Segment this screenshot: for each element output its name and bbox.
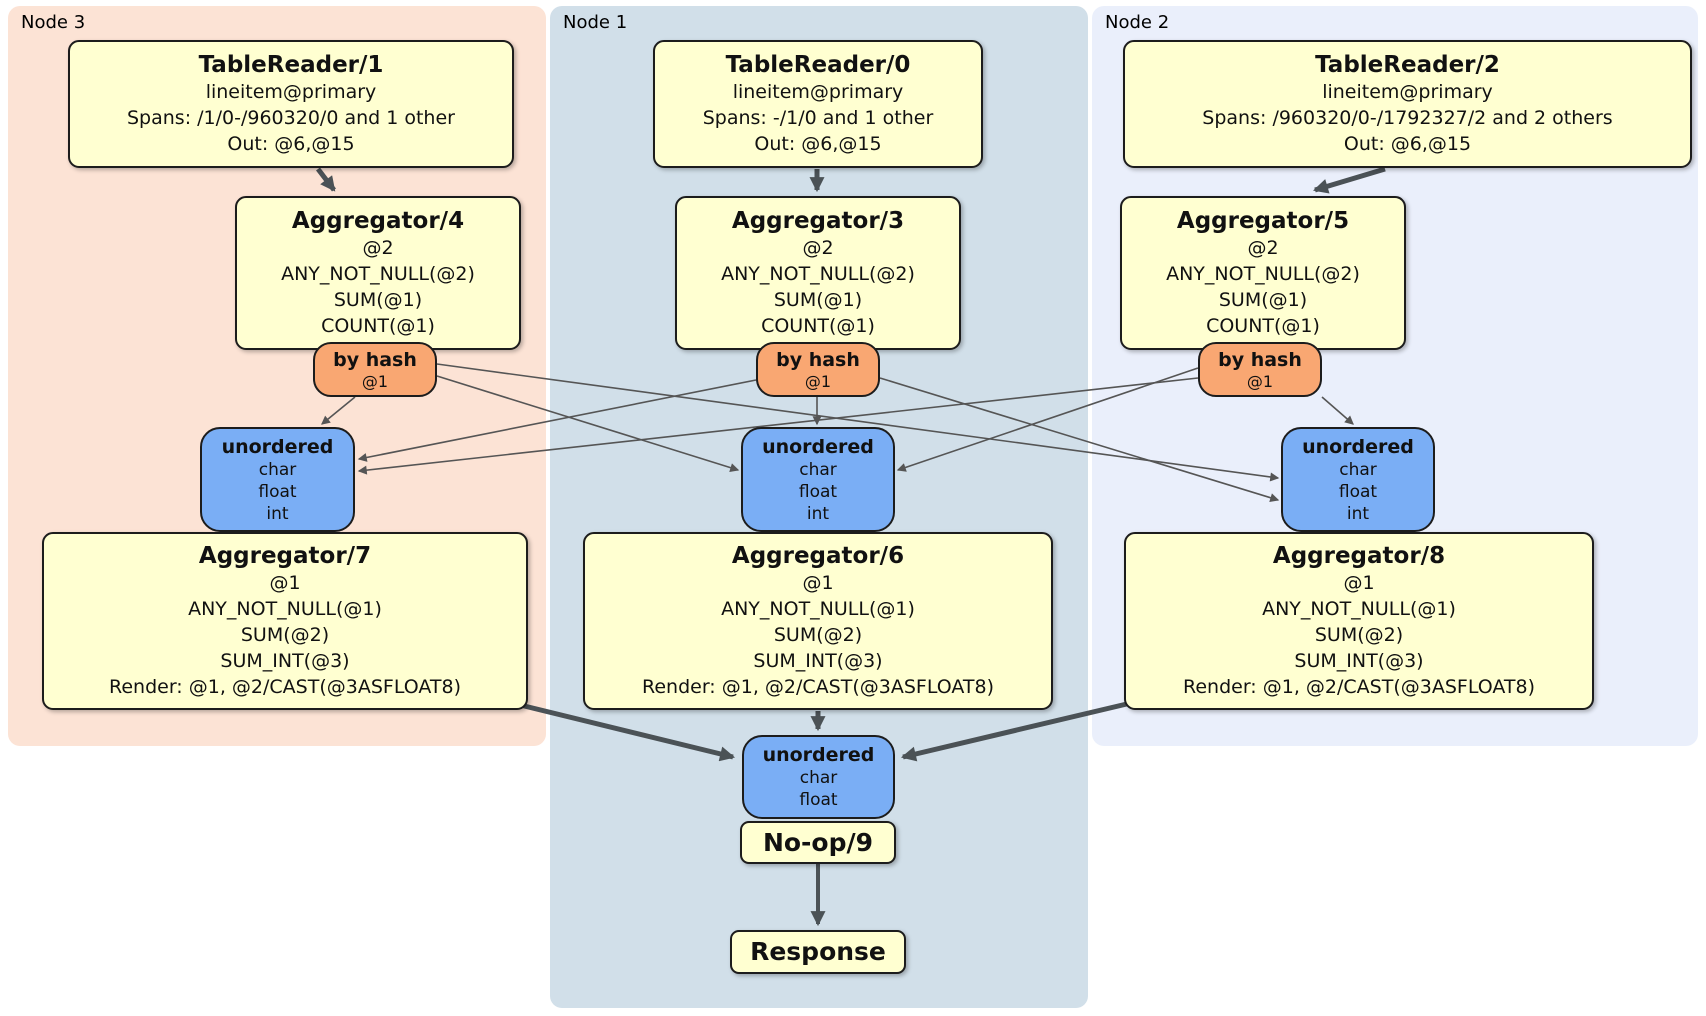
- router-key: @1: [804, 371, 832, 391]
- processor-row: SUM(@1): [1218, 289, 1308, 311]
- sync-title: unordered: [762, 744, 875, 766]
- processor-row: ANY_NOT_NULL(@2): [721, 263, 915, 285]
- processor-row: SUM(@2): [773, 624, 863, 646]
- processor-row: ANY_NOT_NULL(@2): [281, 263, 475, 285]
- processor-row: SUM(@1): [333, 289, 423, 311]
- processor-title: Aggregator/3: [731, 208, 905, 234]
- sync-column: float: [798, 481, 838, 502]
- processor-row: ANY_NOT_NULL(@1): [188, 598, 382, 620]
- processor-row: SUM_INT(@3): [753, 650, 883, 672]
- processor-row: lineitem@primary: [1322, 81, 1493, 103]
- processor-row: lineitem@primary: [205, 81, 377, 103]
- node3-label: Node 3: [21, 12, 86, 33]
- processor-title: Aggregator/8: [1272, 543, 1446, 569]
- sync-column: int: [806, 503, 830, 524]
- sync-column: char: [799, 459, 837, 480]
- processor-row: COUNT(@1): [761, 315, 875, 337]
- processor-row: @1: [802, 572, 834, 594]
- processor-tablereader-0: TableReader/0 lineitem@primary Spans: -/…: [653, 40, 983, 168]
- processor-title: TableReader/2: [1315, 52, 1500, 78]
- processor-row: @2: [802, 237, 834, 259]
- processor-row: COUNT(@1): [1206, 315, 1320, 337]
- router-by-hash-node2: by hash @1: [1198, 342, 1322, 397]
- processor-aggregator-7: Aggregator/7 @1 ANY_NOT_NULL(@1) SUM(@2)…: [42, 532, 528, 710]
- processor-title: No-op/9: [762, 827, 874, 857]
- sync-column: int: [266, 503, 289, 524]
- sync-unordered-node3: unordered char float int: [200, 427, 355, 532]
- sync-column: float: [799, 790, 838, 810]
- router-by-hash-node1: by hash @1: [756, 342, 880, 397]
- processor-title: Response: [750, 937, 886, 966]
- processor-title: Aggregator/5: [1176, 208, 1350, 234]
- processor-aggregator-4: Aggregator/4 @2 ANY_NOT_NULL(@2) SUM(@1)…: [235, 196, 521, 350]
- sync-column: char: [1339, 459, 1377, 480]
- sync-column: char: [258, 459, 297, 480]
- processor-row: @2: [362, 237, 394, 259]
- sync-unordered-final: unordered char float: [742, 735, 895, 819]
- processor-title: Aggregator/6: [731, 543, 905, 569]
- processor-title: Aggregator/4: [291, 208, 465, 234]
- processor-row: @1: [1343, 572, 1375, 594]
- sync-column: float: [1338, 481, 1378, 502]
- node2-label: Node 2: [1105, 12, 1170, 33]
- processor-row: ANY_NOT_NULL(@2): [1166, 263, 1360, 285]
- processor-row: SUM(@2): [240, 624, 330, 646]
- processor-row: Render: @1, @2/CAST(@3ASFLOAT8): [642, 676, 994, 698]
- node1-label: Node 1: [563, 12, 628, 33]
- processor-row: Spans: /1/0-/960320/0 and 1 other: [127, 107, 455, 129]
- processor-row: @2: [1247, 237, 1279, 259]
- processor-row: Render: @1, @2/CAST(@3ASFLOAT8): [109, 676, 461, 698]
- response-node: Response: [730, 930, 906, 974]
- processor-row: Out: @6,@15: [227, 133, 355, 155]
- processor-aggregator-3: Aggregator/3 @2 ANY_NOT_NULL(@2) SUM(@1)…: [675, 196, 961, 350]
- processor-row: @1: [269, 572, 301, 594]
- processor-row: Spans: /960320/0-/1792327/2 and 2 others: [1202, 107, 1613, 129]
- processor-tablereader-2: TableReader/2 lineitem@primary Spans: /9…: [1123, 40, 1692, 168]
- processor-noop-9: No-op/9: [740, 821, 896, 864]
- sync-unordered-node1: unordered char float int: [741, 427, 895, 532]
- processor-row: SUM_INT(@3): [1294, 650, 1424, 672]
- processor-row: Render: @1, @2/CAST(@3ASFLOAT8): [1183, 676, 1535, 698]
- processor-row: SUM_INT(@3): [220, 650, 350, 672]
- processor-title: Aggregator/7: [198, 543, 372, 569]
- router-key: @1: [361, 371, 389, 391]
- sync-title: unordered: [221, 435, 334, 458]
- processor-row: ANY_NOT_NULL(@1): [721, 598, 915, 620]
- sync-column: float: [258, 481, 297, 502]
- processor-tablereader-1: TableReader/1 lineitem@primary Spans: /1…: [68, 40, 514, 168]
- processor-row: COUNT(@1): [321, 315, 435, 337]
- sync-unordered-node2: unordered char float int: [1281, 427, 1435, 532]
- processor-row: Out: @6,@15: [1343, 133, 1472, 155]
- sync-title: unordered: [1302, 435, 1414, 458]
- processor-row: lineitem@primary: [732, 81, 904, 103]
- processor-aggregator-8: Aggregator/8 @1 ANY_NOT_NULL(@1) SUM(@2)…: [1124, 532, 1594, 710]
- sync-column: int: [1346, 503, 1370, 524]
- router-key: @1: [1246, 371, 1274, 391]
- processor-row: SUM(@2): [1314, 624, 1404, 646]
- processor-aggregator-5: Aggregator/5 @2 ANY_NOT_NULL(@2) SUM(@1)…: [1120, 196, 1406, 350]
- processor-title: TableReader/1: [198, 52, 384, 78]
- processor-row: Spans: -/1/0 and 1 other: [702, 107, 934, 129]
- router-title: by hash: [776, 348, 860, 371]
- router-by-hash-node3: by hash @1: [313, 342, 437, 397]
- processor-title: TableReader/0: [725, 52, 911, 78]
- router-title: by hash: [1218, 348, 1302, 371]
- sync-title: unordered: [762, 435, 874, 458]
- sync-column: char: [799, 768, 838, 788]
- processor-row: SUM(@1): [773, 289, 863, 311]
- router-title: by hash: [333, 348, 417, 371]
- processor-aggregator-6: Aggregator/6 @1 ANY_NOT_NULL(@1) SUM(@2)…: [583, 532, 1053, 710]
- processor-row: ANY_NOT_NULL(@1): [1262, 598, 1456, 620]
- processor-row: Out: @6,@15: [754, 133, 882, 155]
